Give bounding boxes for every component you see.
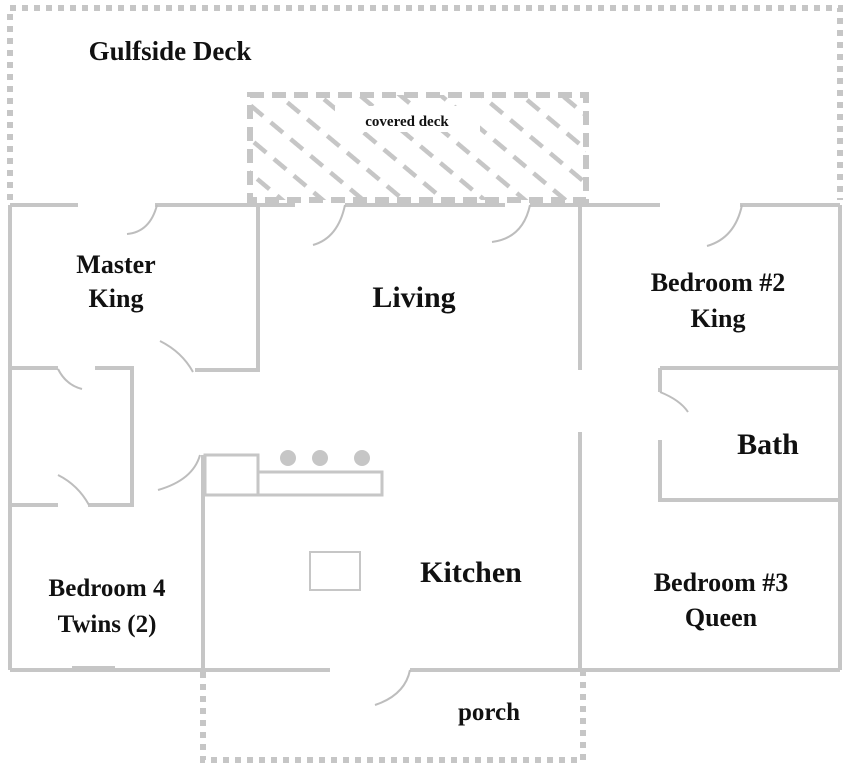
stove-burner <box>354 450 370 466</box>
kitchen-counter <box>203 450 384 497</box>
bedroom3-label: Bedroom #3 <box>654 568 789 597</box>
porch-label: porch <box>458 699 520 726</box>
master-label: Master <box>76 250 155 279</box>
door-swings <box>57 204 743 706</box>
walls <box>8 203 842 672</box>
kitchen-island <box>309 551 361 591</box>
kitchen-label: Kitchen <box>420 556 522 589</box>
living-label: Living <box>372 281 455 314</box>
bedroom2-bed-label: King <box>691 304 746 333</box>
covered-deck-label: covered deck <box>365 114 449 130</box>
covered-deck <box>247 92 589 203</box>
deck-boundary <box>7 5 843 200</box>
porch-boundary <box>200 672 586 763</box>
master-bed-label: King <box>89 284 144 313</box>
bedroom4-label: Bedroom 4 <box>49 575 166 602</box>
bedroom4-bed-label: Twins (2) <box>58 611 157 638</box>
stove-burner <box>280 450 296 466</box>
deck-title: Gulfside Deck <box>89 36 252 66</box>
bedroom3-bed-label: Queen <box>685 603 758 632</box>
bath-label: Bath <box>737 428 799 461</box>
stove-burner <box>312 450 328 466</box>
bedroom2-label: Bedroom #2 <box>651 268 786 297</box>
